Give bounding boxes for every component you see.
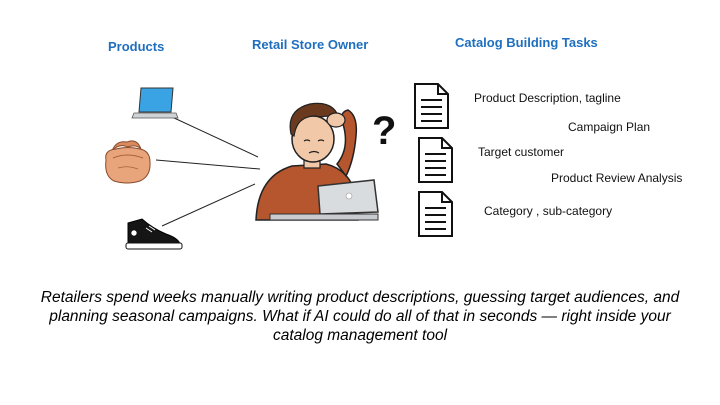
sneaker-icon (125, 218, 183, 250)
document-icon (418, 137, 453, 183)
products-heading: Products (108, 39, 165, 54)
question-mark: ? (372, 109, 396, 153)
handbag-icon (105, 140, 151, 184)
task-label: Campaign Plan (568, 120, 651, 134)
connector-lines (155, 116, 261, 227)
task-label: Product Description, tagline (474, 91, 621, 105)
connector-sneaker (161, 183, 256, 227)
document-icon (414, 83, 449, 129)
connector-handbag (155, 159, 261, 170)
caption-text: Retailers spend weeks manually writing p… (40, 289, 680, 344)
connector-laptop (171, 116, 259, 158)
catalog-tasks-heading: Catalog Building Tasks (455, 35, 598, 50)
store-owner-illustration (255, 102, 379, 221)
document-icon (418, 191, 453, 237)
task-label: Target customer (478, 145, 565, 159)
task-label: Product Review Analysis (551, 171, 683, 185)
laptop-icon (131, 87, 179, 119)
task-label: Category , sub-category (484, 204, 613, 218)
store-owner-heading: Retail Store Owner (252, 37, 369, 52)
